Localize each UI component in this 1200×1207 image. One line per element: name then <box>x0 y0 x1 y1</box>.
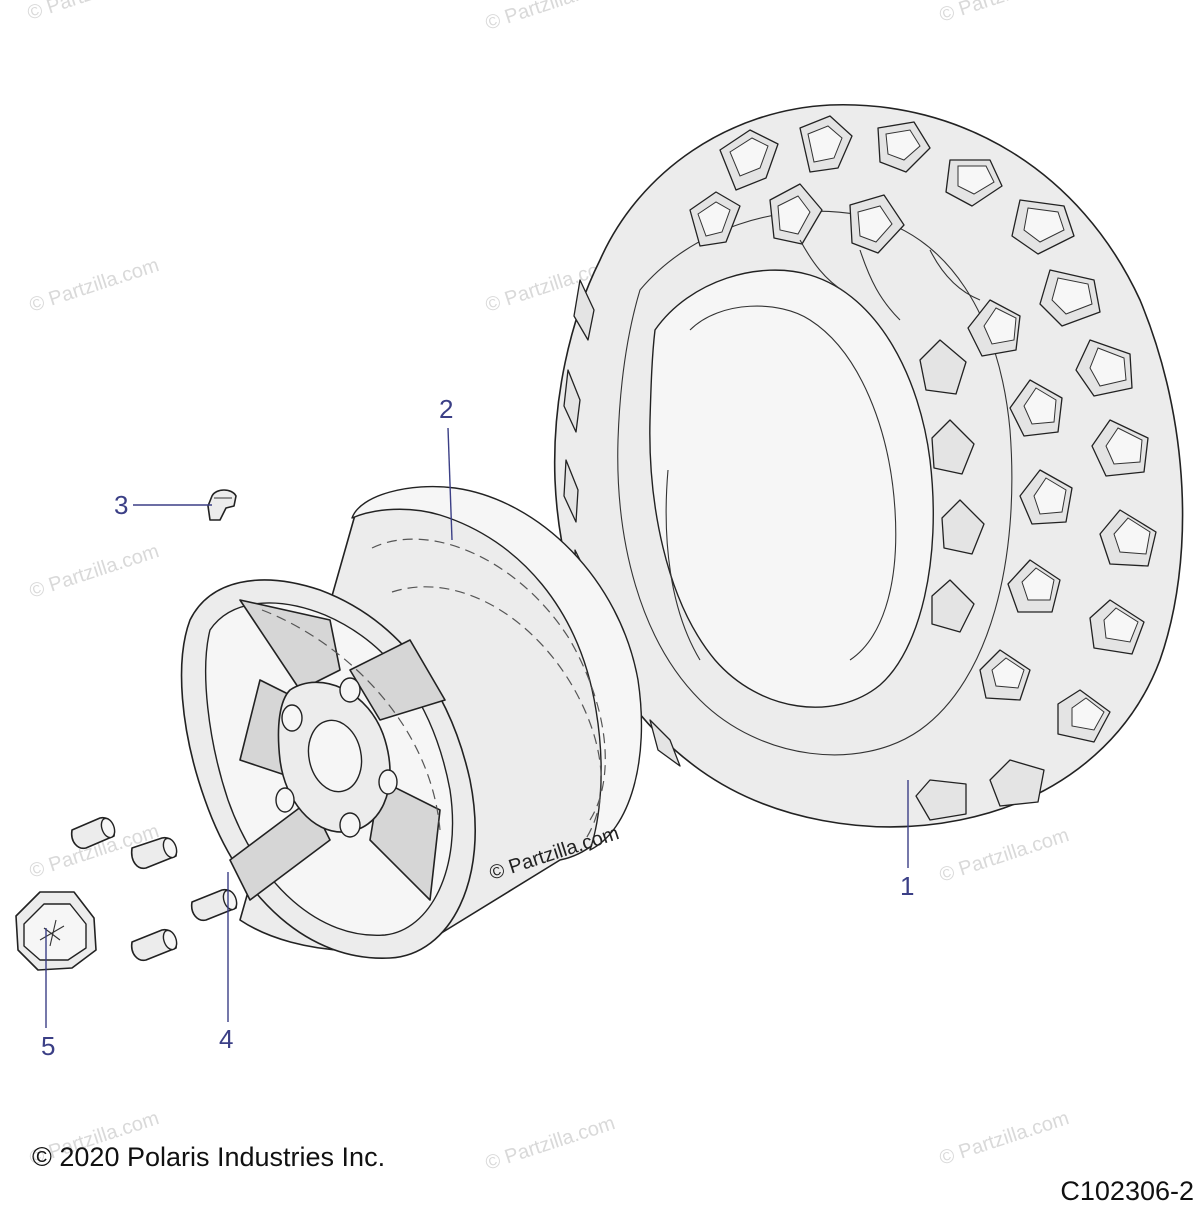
hub-cap-illustration <box>15 891 97 971</box>
watermark: © Partzilla.com <box>483 1112 618 1175</box>
watermark: © Partzilla.com <box>483 0 618 35</box>
watermark: © Partzilla.com <box>27 254 162 317</box>
callout-5: 5 <box>41 1031 55 1061</box>
watermark: © Partzilla.com <box>937 1107 1072 1170</box>
watermark: © Partzilla.com <box>27 540 162 603</box>
callout-2: 2 <box>439 394 453 424</box>
watermark: © Partzilla.com <box>25 0 160 25</box>
watermark: © Partzilla.com <box>937 824 1072 887</box>
lug-nut <box>190 888 238 922</box>
lug-nut <box>130 836 178 870</box>
copyright-notice: © 2020 Polaris Industries Inc. <box>32 1142 386 1172</box>
leader-line-2 <box>447 427 453 541</box>
tread-blocks <box>563 115 1157 821</box>
wheel-rim-illustration <box>180 485 643 959</box>
lug-nut <box>70 816 116 850</box>
callout-3: 3 <box>114 490 128 520</box>
callout-4: 4 <box>219 1024 233 1054</box>
tire-illustration <box>553 103 1184 828</box>
valve-stem-illustration <box>207 489 237 521</box>
callout-1: 1 <box>900 871 914 901</box>
diagram-id: C102306-2 <box>1060 1176 1194 1206</box>
lug-nuts-illustration <box>70 816 238 962</box>
watermark: © Partzilla.com <box>937 0 1072 27</box>
lug-nut <box>130 928 178 962</box>
